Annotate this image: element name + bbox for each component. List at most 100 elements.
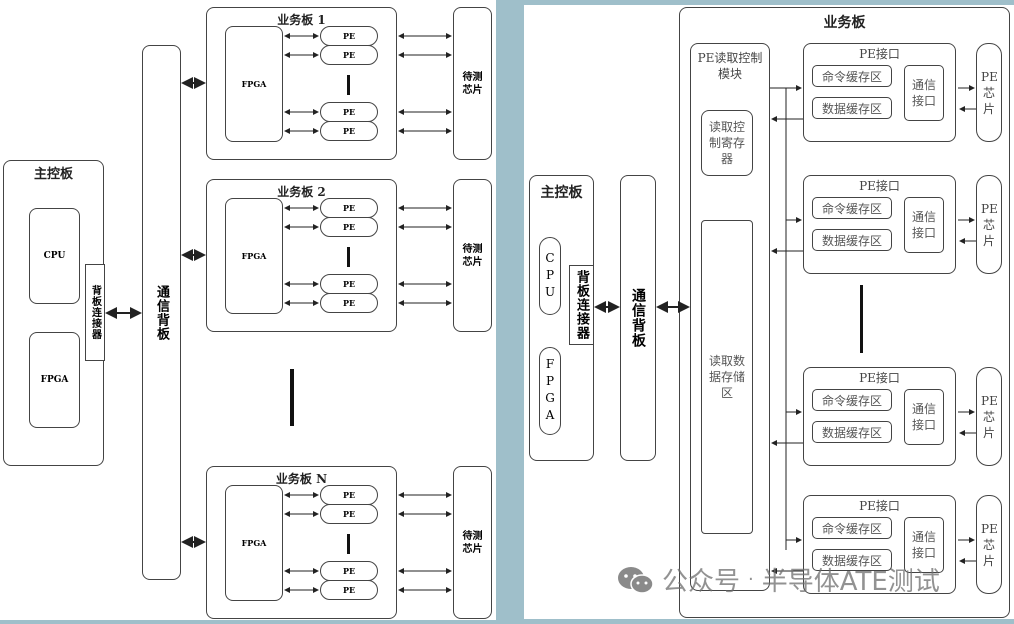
bb2-pe-4: PE [320,293,378,313]
bbn-dut-label: 待测芯片 [462,530,483,555]
pe-chip: PE芯片 [976,367,1002,466]
rp-business-board-title: 业务板 [823,15,866,31]
data-buffer-label: 数据缓存区 [821,553,882,568]
business-board-n-title: 业务板 N [275,472,328,486]
cmd-buffer-label: 命令缓存区 [821,69,882,84]
bb1-dut-label: 待测芯片 [462,71,483,96]
bb1-fpga-label: FPGA [241,79,267,89]
bb2-dut-label: 待测芯片 [462,243,483,268]
comm-backplane-label: 通信背板 [154,284,169,341]
read-data-storage-label: 读取数据存储区 [708,354,745,400]
pe-label: PE [342,298,356,308]
cmd-buffer: 命令缓存区 [812,197,892,219]
pe-interface-title: PE接口 [859,47,900,61]
read-ctrl-register: 读取控制寄存器 [701,110,753,176]
wechat-icon [618,566,654,594]
comm-backplane: 通信背板 [142,45,181,580]
read-ctrl-register-label: 读取控制寄存器 [708,120,745,166]
rp-backplane-connector: 背板连接器 [569,265,594,345]
bb1-dut: 待测芯片 [453,7,492,160]
pe-label: PE [342,50,356,60]
rp-backplane-connector-label: 背板连接器 [574,270,589,340]
comm-interface: 通信接口 [904,197,944,253]
comm-interface-label: 通信接口 [911,530,936,560]
bbn-fpga-label: FPGA [241,538,267,548]
business-board-2-title: 业务板 2 [277,185,326,199]
pe-interface-title: PE接口 [859,499,900,513]
bb1-fpga: FPGA [225,26,283,142]
rp-comm-backplane-label: 通信背板 [630,288,646,348]
main-board-title: 主控板 [33,167,73,182]
bb2-fpga: FPGA [225,198,283,314]
rp-fpga-block: FPGA [539,347,561,435]
pe-chip-label: PE芯片 [981,521,998,568]
cmd-buffer: 命令缓存区 [812,389,892,411]
rp-main-board-title: 主控板 [540,185,583,201]
bbn-pe-4: PE [320,580,378,600]
cmd-buffer: 命令缓存区 [812,65,892,87]
bb2-pe-1: PE [320,198,378,218]
data-buffer-label: 数据缓存区 [821,101,882,116]
cpu-block: CPU [29,208,80,304]
data-buffer: 数据缓存区 [812,421,892,443]
bbn-pe-1: PE [320,485,378,505]
pe-label: PE [342,509,356,519]
rp-comm-backplane: 通信背板 [620,175,656,461]
pe-label: PE [342,222,356,232]
watermark-prefix: 公众号 [662,567,741,597]
comm-interface: 通信接口 [904,65,944,121]
data-buffer: 数据缓存区 [812,97,892,119]
bb2-dut: 待测芯片 [453,179,492,332]
rp-cpu-label: CPU [543,250,557,302]
data-buffer-label: 数据缓存区 [821,425,882,440]
pe-chip-label: PE芯片 [981,201,998,248]
cmd-buffer-label: 命令缓存区 [821,393,882,408]
cmd-buffer-label: 命令缓存区 [821,201,882,216]
pe-label: PE [342,585,356,595]
bb1-pe-4: PE [320,121,378,141]
read-data-storage: 读取数据存储区 [701,220,753,534]
pe-chip-label: PE芯片 [981,393,998,440]
fpga-label: FPGA [40,375,69,385]
comm-interface-label: 通信接口 [911,78,936,108]
comm-interface-label: 通信接口 [911,210,936,240]
pe-chip-label: PE芯片 [981,69,998,116]
cmd-buffer: 命令缓存区 [812,517,892,539]
pe-interface-title: PE接口 [859,371,900,385]
watermark-name: 半导体ATE测试 [761,567,940,597]
pe-chip: PE芯片 [976,495,1002,594]
business-board-1-title: 业务板 1 [277,13,326,27]
pe-label: PE [342,490,356,500]
left-diagram-panel: 主控板 CPU FPGA 背板连接器 通信背板 业务板 1 FPGA PE PE… [0,0,496,620]
comm-interface: 通信接口 [904,389,944,445]
pe-chip: PE芯片 [976,175,1002,274]
data-buffer: 数据缓存区 [812,229,892,251]
bbn-dut: 待测芯片 [453,466,492,619]
watermark: 公众号 · 半导体ATE测试 [616,561,940,598]
rp-cpu-block: CPU [539,237,561,315]
pe-label: PE [342,279,356,289]
comm-interface-label: 通信接口 [911,402,936,432]
pe-label: PE [342,566,356,576]
backplane-connector-label: 背板连接器 [89,285,101,340]
data-buffer-label: 数据缓存区 [821,233,882,248]
bbn-pe-3: PE [320,561,378,581]
bb1-pe-3: PE [320,102,378,122]
data-buffer: 数据缓存区 [812,549,892,571]
bbn-fpga: FPGA [225,485,283,601]
watermark-separator: · [748,569,754,590]
rp-fpga-label: FPGA [543,357,557,425]
comm-interface: 通信接口 [904,517,944,573]
bbn-pe-2: PE [320,504,378,524]
bb2-pe-2: PE [320,217,378,237]
bb1-pe-2: PE [320,45,378,65]
cpu-label: CPU [43,251,66,261]
backplane-connector: 背板连接器 [85,264,105,361]
pe-read-ctrl-module-title: PE读取控制模块 [697,51,763,81]
pe-interface-title: PE接口 [859,179,900,193]
pe-label: PE [342,203,356,213]
cmd-buffer-label: 命令缓存区 [821,521,882,536]
pe-label: PE [342,107,356,117]
bb1-pe-1: PE [320,26,378,46]
fpga-block: FPGA [29,332,80,428]
